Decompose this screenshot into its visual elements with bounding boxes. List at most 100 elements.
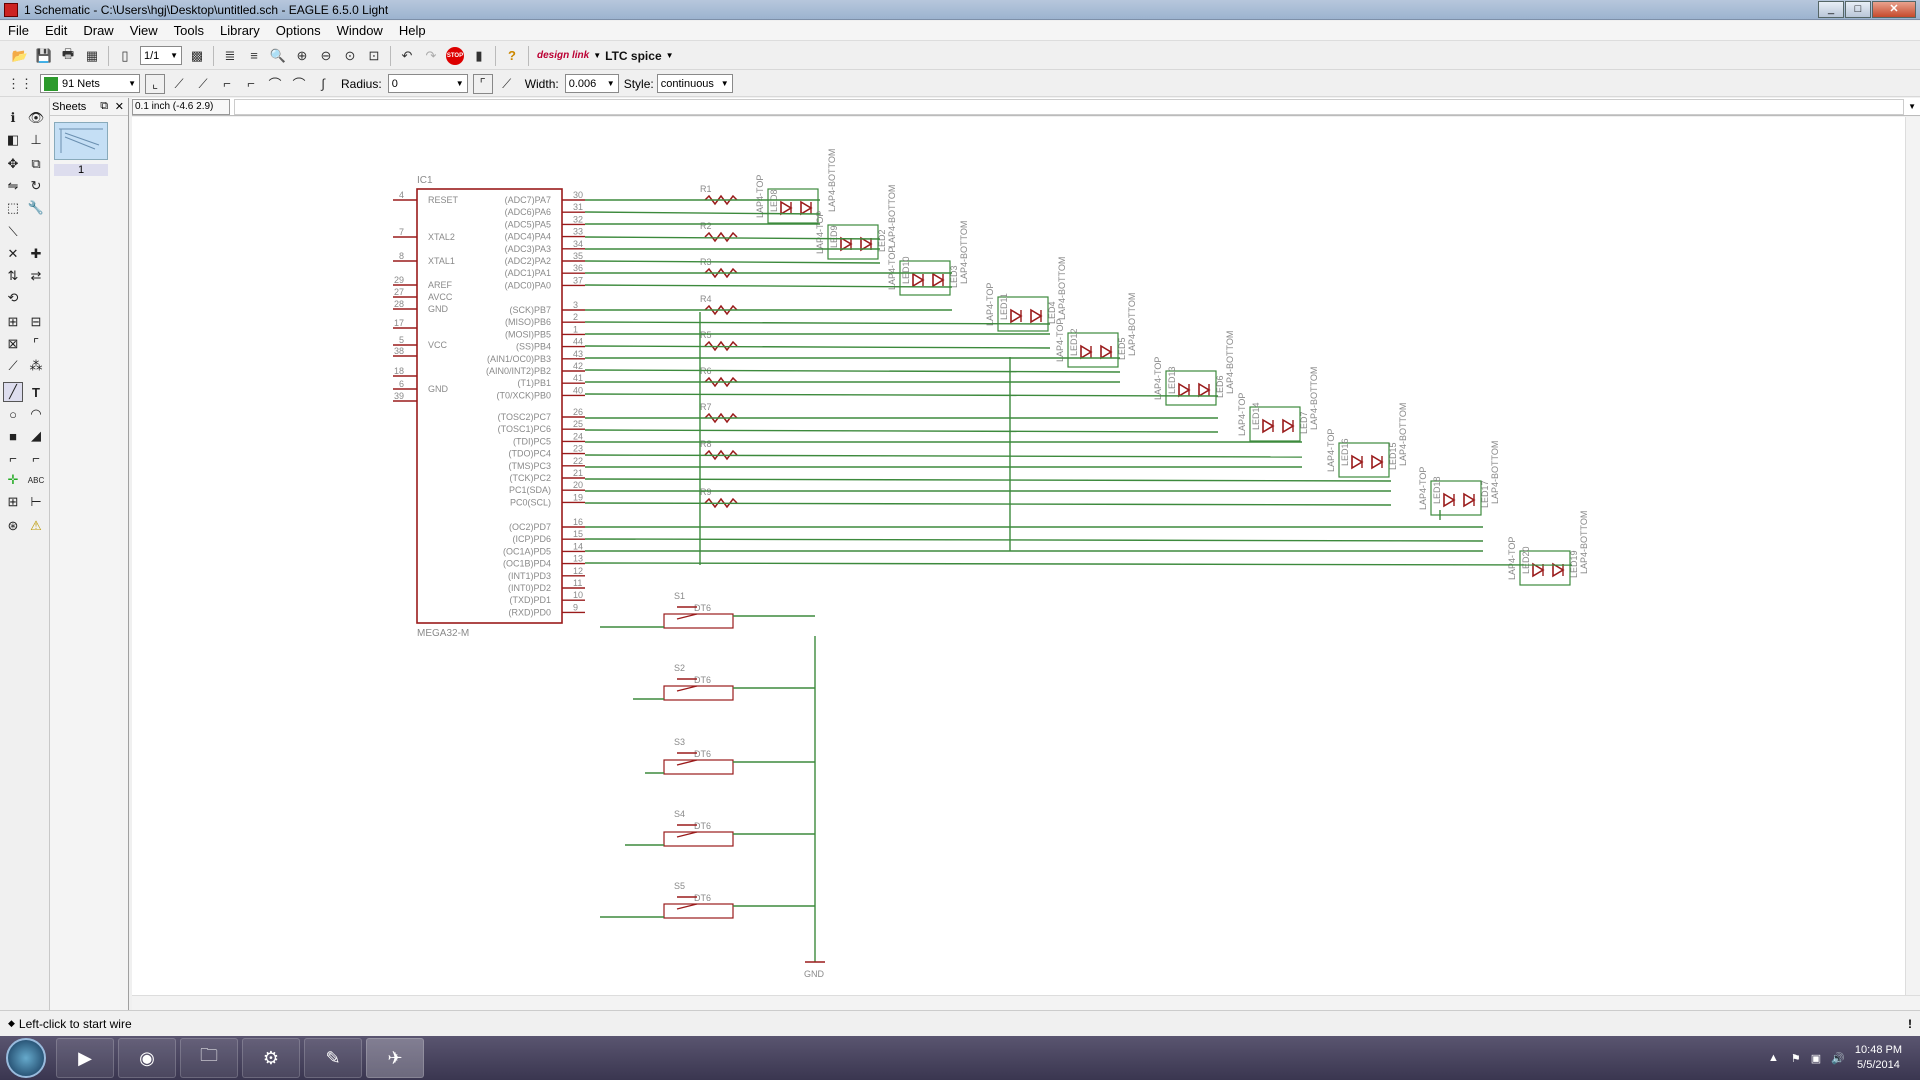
wire-bend-4-icon[interactable]: ⌐ [247, 76, 255, 91]
wire-bend-1-icon[interactable]: ⟋ [174, 75, 184, 91]
menu-window[interactable]: Window [336, 23, 383, 38]
close-button[interactable]: ✕ [1872, 1, 1916, 18]
split-icon[interactable]: ⟋ [8, 358, 18, 373]
design-link-button[interactable]: design link [537, 50, 590, 61]
menu-file[interactable]: File [8, 23, 29, 38]
invoke-icon[interactable]: ⁂ [29, 358, 43, 373]
gateswap-icon[interactable]: ⇄ [30, 268, 42, 283]
bus-icon[interactable]: ⌐ [9, 450, 17, 466]
value-icon[interactable]: ⊟ [30, 314, 42, 329]
rotate-icon[interactable]: ↻ [30, 178, 42, 193]
miter-straight-icon[interactable]: ⟋ [502, 75, 512, 91]
show-icon[interactable]: 👁 [27, 110, 45, 125]
redo-icon[interactable]: ↷ [425, 47, 437, 63]
cam-icon[interactable]: ▦ [85, 47, 99, 63]
help-icon[interactable]: ? [508, 48, 516, 63]
add-icon[interactable]: ✚ [30, 246, 42, 261]
zoom-area-icon[interactable]: ⊡ [368, 47, 380, 63]
group-icon[interactable]: ⬚ [6, 200, 20, 215]
net-icon[interactable]: ⌐ [32, 450, 40, 466]
info-icon[interactable]: ℹ [10, 110, 16, 125]
mirror-icon[interactable]: ⇋ [7, 178, 19, 193]
junction-icon[interactable]: ✛ [7, 472, 19, 487]
command-input[interactable] [234, 98, 1905, 115]
dimension-icon[interactable]: ⊢ [30, 494, 42, 509]
wire-bend-0-icon[interactable]: ⌞ [145, 73, 165, 94]
menu-edit[interactable]: Edit [44, 23, 68, 38]
grid-icon[interactable]: ⋮⋮ [7, 75, 33, 91]
name-icon[interactable]: ⊞ [7, 314, 19, 329]
smash-icon[interactable]: ⊠ [7, 336, 19, 351]
go-icon[interactable]: ▮ [475, 47, 483, 63]
vertical-scrollbar[interactable] [1905, 117, 1920, 995]
ltc-spice-button[interactable]: LTC spice [605, 48, 662, 63]
errors-icon[interactable]: ⚠ [30, 518, 42, 533]
rect-icon[interactable]: ■ [9, 428, 17, 444]
script-icon[interactable]: ≣ [224, 47, 236, 63]
menu-draw[interactable]: Draw [83, 23, 114, 38]
copy-icon[interactable]: ⧉ [31, 156, 41, 171]
circle-icon[interactable]: ○ [9, 406, 17, 422]
volume-icon[interactable]: 🔊 [1831, 1052, 1845, 1065]
menu-options[interactable]: Options [275, 23, 321, 38]
notepad-icon[interactable]: ✎ [304, 1038, 362, 1078]
stop-icon[interactable]: STOP [445, 46, 465, 66]
menu-tools[interactable]: Tools [173, 23, 205, 38]
wire-bend-2-icon[interactable]: ⟋ [198, 75, 208, 91]
zoom-out-icon[interactable]: ⊖ [320, 47, 332, 63]
tray-arrow-icon[interactable]: ▲ [1768, 1052, 1779, 1064]
change-icon[interactable]: 🔧 [27, 200, 45, 215]
print-icon[interactable]: 🖶 [61, 45, 75, 61]
erc-icon[interactable]: ⊛ [7, 518, 19, 533]
ulp-icon[interactable]: ≡ [250, 48, 258, 63]
paste-icon[interactable]: ⟍ [8, 224, 18, 239]
eagle-app-icon[interactable] [4, 2, 18, 17]
style-select[interactable]: continuous▼ [656, 74, 733, 93]
chrome-icon[interactable]: ◉ [118, 1038, 176, 1078]
wire-bend-5-icon[interactable]: ⌒ [268, 77, 282, 92]
miter-icon[interactable]: ⌜ [32, 336, 40, 351]
horizontal-scrollbar[interactable] [132, 995, 1920, 1010]
menu-help[interactable]: Help [398, 23, 426, 38]
undo-icon[interactable]: ↶ [401, 47, 413, 63]
menu-view[interactable]: View [129, 23, 158, 38]
flag-icon[interactable]: ⚑ [1790, 1052, 1801, 1065]
stop-status-icon[interactable]: ! [1908, 1016, 1912, 1031]
steam-icon[interactable]: ⚙ [242, 1038, 300, 1078]
close-sheets-icon[interactable]: ✕ [114, 101, 124, 113]
start-button[interactable] [6, 1038, 46, 1078]
zoom-fit-icon[interactable]: 🔍 [269, 47, 287, 63]
zoom-in-icon[interactable]: ⊕ [296, 47, 308, 63]
board-switch-icon[interactable]: ▩ [190, 47, 204, 63]
wire-bend-3-icon[interactable]: ⌐ [223, 76, 231, 91]
radius-input[interactable]: 0▼ [387, 74, 468, 93]
network-icon[interactable]: ▣ [1810, 1052, 1822, 1065]
command-history-icon[interactable]: ▼ [1908, 102, 1916, 111]
label-icon[interactable]: ABC [27, 475, 45, 485]
delete-icon[interactable]: ✕ [7, 246, 19, 261]
save-icon[interactable]: 💾 [35, 47, 53, 63]
sheet-thumbnail[interactable] [54, 122, 108, 160]
media-player-icon[interactable]: ▶ [56, 1038, 114, 1078]
arc-icon[interactable]: ◠ [30, 406, 42, 421]
pinswap-icon[interactable]: ⇅ [7, 268, 19, 283]
miter-round-icon[interactable]: ⌜ [472, 73, 493, 94]
wire-bend-6-icon[interactable]: ⌒ [292, 77, 306, 92]
move-icon[interactable]: ✥ [7, 156, 19, 171]
text-icon[interactable]: T [32, 384, 40, 400]
width-input[interactable]: 0.006▼ [564, 74, 619, 93]
sheet-number[interactable]: 1 [54, 164, 108, 176]
explorer-icon[interactable]: 🗀 [180, 1038, 238, 1078]
replace-icon[interactable]: ⟲ [7, 290, 19, 305]
clock[interactable]: 10:48 PM 5/5/2014 [1855, 1043, 1902, 1073]
mark-icon[interactable]: ⊥ [30, 132, 42, 147]
float-icon[interactable]: ⧉ [100, 100, 109, 112]
open-icon[interactable]: 📂 [11, 47, 29, 63]
zoom-redraw-icon[interactable]: ⊙ [344, 47, 356, 63]
eagle-taskbar-icon[interactable]: ✈ [366, 1038, 424, 1078]
maximize-button[interactable]: □ [1845, 1, 1871, 18]
display-icon[interactable]: ◧ [6, 132, 20, 147]
minimize-button[interactable]: _ [1818, 1, 1844, 18]
